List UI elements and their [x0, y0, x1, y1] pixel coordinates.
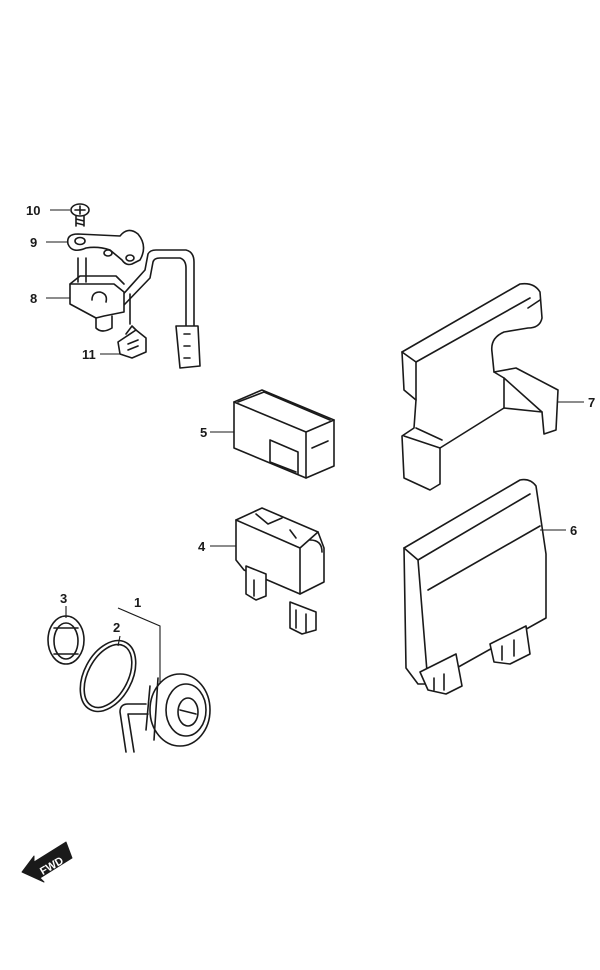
- callout-6: 6: [570, 523, 577, 538]
- part-1-socket: [119, 673, 211, 753]
- callout-3: 3: [60, 591, 67, 606]
- fwd-arrow-icon: [21, 841, 73, 883]
- leader-lines: [46, 209, 584, 684]
- callout-2: 2: [113, 620, 120, 635]
- part-11-clamp: [117, 325, 147, 359]
- part-10-screw: [70, 203, 90, 227]
- part-3-retaining-ring: [47, 615, 85, 665]
- part-7-holder: [401, 282, 559, 491]
- fwd-direction-badge: FWD: [21, 841, 73, 883]
- part-4-module: [235, 507, 325, 635]
- callout-11: 11: [82, 347, 96, 362]
- part-6-ecu: [403, 478, 547, 695]
- callout-5: 5: [200, 425, 207, 440]
- callout-9: 9: [30, 235, 37, 250]
- part-9-bracket: [66, 229, 145, 266]
- part-8-sensor: [69, 249, 201, 369]
- callout-1: 1: [134, 595, 141, 610]
- callout-7: 7: [588, 395, 595, 410]
- part-5-cover: [233, 389, 335, 479]
- callout-4: 4: [198, 539, 206, 554]
- part-2-o-ring: [79, 639, 137, 713]
- callouts: 10 9 8 11 5 4 7 6 3 2 1: [26, 203, 595, 635]
- callout-10: 10: [26, 203, 40, 218]
- callout-8: 8: [30, 291, 37, 306]
